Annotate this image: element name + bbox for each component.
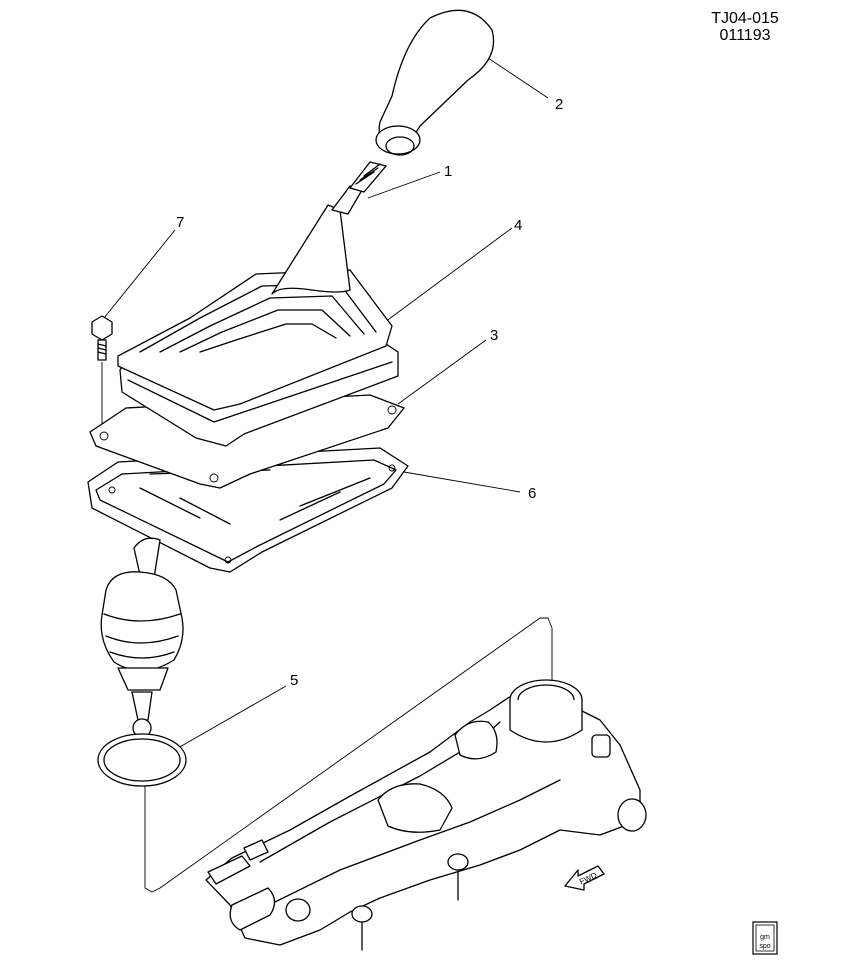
- fwd-arrow-icon: FWD: [564, 865, 605, 891]
- callout-5: 5: [290, 672, 299, 689]
- callout-1: 1: [444, 163, 453, 180]
- fwd-arrow-label: FWD: [578, 871, 599, 887]
- drawing-date-code: 011193: [719, 27, 771, 44]
- shift-lever: [271, 161, 387, 295]
- mounting-bolt: [91, 315, 113, 361]
- gm-spo-badge: gm spo: [752, 921, 778, 955]
- callout-2: 2: [555, 96, 564, 113]
- lower-lever-boot: [100, 537, 184, 738]
- snap-ring: [97, 733, 187, 787]
- callout-7: 7: [176, 214, 185, 231]
- callout-6: 6: [528, 485, 537, 502]
- callout-3: 3: [490, 327, 499, 344]
- badge-line1: gm: [760, 934, 770, 941]
- leader-lines: [101, 57, 553, 893]
- badge-line2: spo: [759, 943, 770, 950]
- drawing-ref-code: TJ04-015: [711, 10, 779, 27]
- shift-knob: [375, 9, 495, 156]
- callout-4: 4: [514, 217, 523, 234]
- shift-boot: [117, 269, 399, 447]
- shifter-housing: [205, 679, 647, 951]
